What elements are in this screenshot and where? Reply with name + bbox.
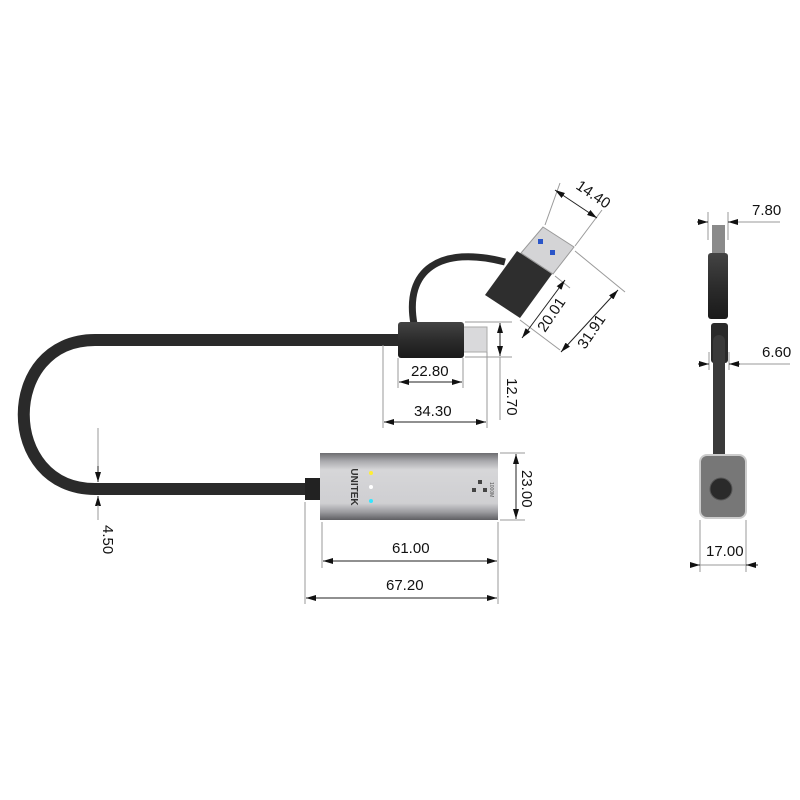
usb-a-metal-tip	[520, 226, 575, 275]
brand-logo: UNITEK	[348, 468, 359, 506]
port-label: 1000M	[488, 482, 494, 497]
dim-side-body-width: 17.00	[706, 543, 744, 560]
dim-usb-c-total-length: 34.30	[414, 403, 452, 420]
side-usb-tip	[712, 225, 725, 255]
cable	[17, 334, 406, 495]
network-port-icon	[472, 480, 487, 492]
dim-cable-diameter: 4.50	[99, 525, 116, 554]
usb-c-metal-tip	[461, 326, 488, 353]
usb-a-contact	[538, 239, 543, 244]
led-indicator	[369, 499, 373, 503]
branch-cable	[409, 253, 506, 325]
dim-side-connector-thickness: 6.60	[762, 344, 791, 361]
side-usb-housing	[708, 253, 728, 319]
side-cable-end	[709, 477, 733, 501]
dim-body-length: 61.00	[392, 540, 430, 557]
dim-usb-c-housing-length: 22.80	[411, 363, 449, 380]
usb-a-contact	[550, 250, 555, 255]
cable-strain-relief	[305, 478, 322, 500]
usb-c-housing	[398, 322, 464, 358]
ethernet-adapter-body	[320, 453, 498, 520]
dim-body-height: 23.00	[518, 470, 535, 508]
dim-body-total-length: 67.20	[386, 577, 424, 594]
led-indicator	[369, 471, 373, 475]
dim-usb-c-height: 12.70	[503, 378, 520, 416]
dim-usb-a-width: 14.40	[573, 177, 614, 212]
usb-a-housing	[485, 251, 552, 318]
led-indicator	[369, 485, 373, 489]
dim-side-usb-thickness: 7.80	[752, 202, 781, 219]
